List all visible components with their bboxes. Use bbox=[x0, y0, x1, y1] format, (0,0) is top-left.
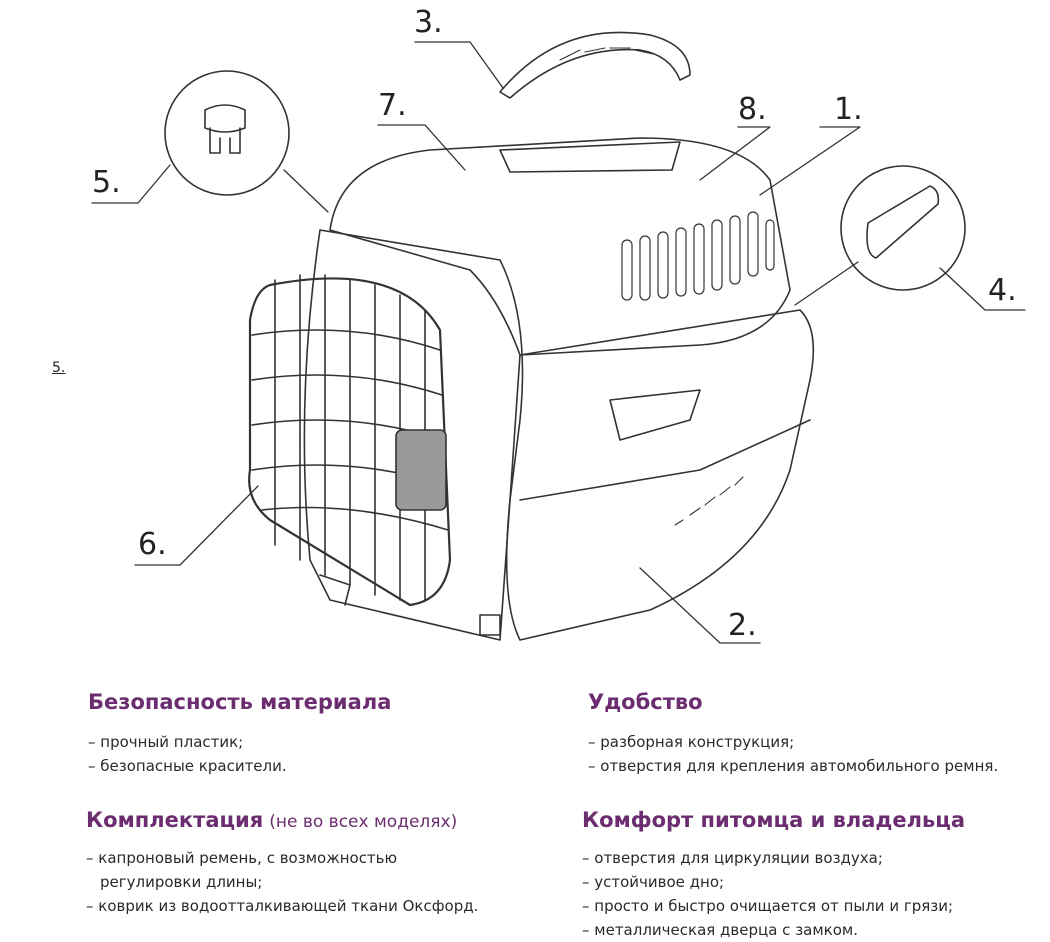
detail-circle-rail bbox=[840, 165, 966, 291]
list-item: – отверстия для крепления автомобильного… bbox=[588, 757, 999, 775]
section-material-safety: Безопасность материала – прочный пластик… bbox=[88, 690, 391, 778]
list-item: – просто и быстро очищается от пыли и гр… bbox=[582, 897, 954, 915]
callout-8: 8. bbox=[738, 92, 767, 127]
pet-carrier-diagram bbox=[91, 31, 1026, 644]
section-title: Комплектация bbox=[86, 808, 264, 832]
callout-5: 5. bbox=[92, 165, 121, 200]
metal-door bbox=[248, 277, 452, 607]
callout-2: 2. bbox=[728, 608, 757, 643]
list-item: – безопасные красители. bbox=[88, 757, 287, 775]
list-item: – устойчивое дно; bbox=[582, 873, 725, 891]
callout-7: 7. bbox=[378, 88, 407, 123]
list-item: – коврик из водоотталкивающей ткани Оксф… bbox=[86, 897, 479, 915]
side-label: 5. bbox=[52, 360, 66, 376]
list-item: – разборная конструкция; bbox=[588, 733, 795, 751]
list-item: – отверстия для циркуляции воздуха; bbox=[582, 849, 883, 867]
callout-3: 3. bbox=[414, 5, 443, 40]
carrier-bottom-shell bbox=[505, 309, 815, 641]
list-item: – прочный пластик; bbox=[88, 733, 244, 751]
list-item: – металлическая дверца с замком. bbox=[582, 921, 858, 939]
section-package: Комплектация(не во всех моделях) – капро… bbox=[86, 808, 478, 918]
detail-circle-clip bbox=[164, 70, 290, 196]
list-item: – капроновый ремень, с возможностью bbox=[86, 849, 398, 867]
door-frame bbox=[303, 229, 524, 641]
section-note: (не во всех моделях) bbox=[269, 812, 458, 832]
section-title: Безопасность материала bbox=[88, 690, 392, 714]
section-comfort: Комфорт питомца и владельца – отверстия … bbox=[582, 808, 965, 942]
section-title: Комфорт питомца и владельца bbox=[582, 808, 966, 832]
carrier-top-shell bbox=[329, 137, 791, 356]
callout-4: 4. bbox=[988, 273, 1017, 308]
handle bbox=[499, 31, 691, 99]
callout-6: 6. bbox=[138, 527, 167, 562]
list-item: регулировки длины; bbox=[100, 873, 263, 891]
section-convenience: Удобство – разборная конструкция; – отве… bbox=[588, 690, 998, 778]
door-latch bbox=[395, 429, 447, 511]
leader-lines bbox=[91, 41, 1026, 644]
section-title: Удобство bbox=[588, 690, 703, 714]
callout-1: 1. bbox=[834, 92, 863, 127]
